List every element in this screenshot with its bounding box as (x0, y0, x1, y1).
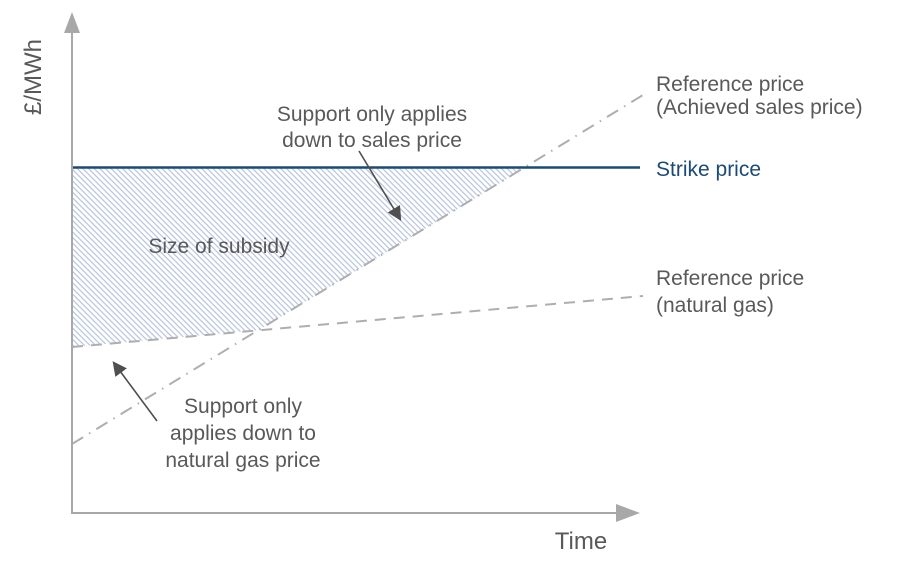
y-axis-arrow-icon (64, 12, 80, 33)
subsidy-area (72, 168, 524, 347)
annotation-gas-line3: natural gas price (165, 449, 320, 472)
y-axis-label: £/MWh (20, 39, 47, 115)
strike-price-label: Strike price (656, 158, 761, 181)
arrow-to-gas-line-icon (112, 361, 158, 422)
reference-gas-line (71, 295, 644, 348)
x-axis-arrow-icon (616, 504, 640, 522)
arrow-to-sales-line-icon (358, 150, 402, 222)
annotation-sales-line2: down to sales price (282, 129, 462, 152)
x-axis-label: Time (555, 528, 607, 555)
reference-sales-line (71, 94, 644, 445)
reference-gas-label-line2: (natural gas) (656, 294, 774, 317)
reference-sales-label-line2: (Achieved sales price) (656, 96, 863, 119)
reference-sales-label-line1: Reference price (656, 73, 804, 96)
annotation-sales-line1: Support only applies (277, 103, 467, 126)
annotation-gas-line1: Support only (184, 395, 302, 418)
subsidy-area-label: Size of subsidy (148, 235, 290, 258)
reference-gas-label-line1: Reference price (656, 267, 804, 290)
annotation-gas-line2: applies down to (170, 422, 316, 445)
